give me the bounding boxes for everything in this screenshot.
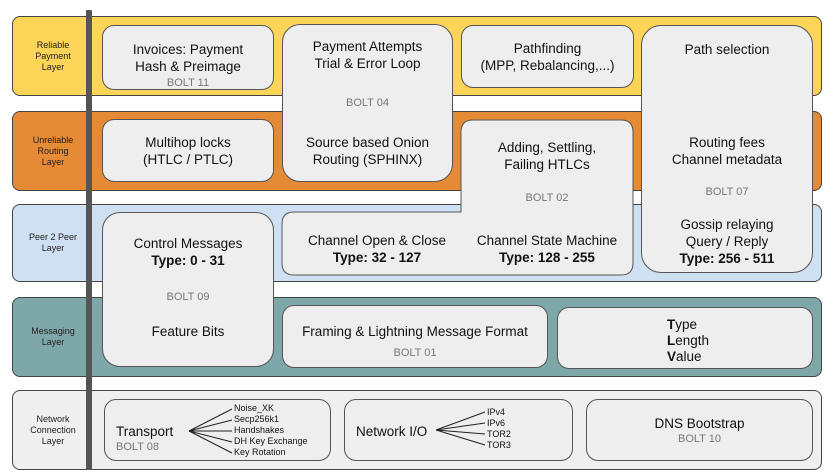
routing-fees-line: Routing fees bbox=[689, 135, 765, 150]
channel-open-close-line: Channel Open & Close bbox=[307, 233, 447, 248]
control-messages-title: Control Messages bbox=[133, 236, 243, 251]
transport-item-key-rotation: Key Rotation bbox=[234, 447, 286, 457]
invoices-title-line2: Hash & Preimage bbox=[135, 59, 241, 74]
payment-attempts-line2: Trial & Error Loop bbox=[314, 56, 421, 71]
path-selection-box bbox=[641, 25, 813, 273]
channel-state-machine-type: Type: 128 - 255 bbox=[499, 250, 595, 265]
transport-item-handshakes: Handshakes bbox=[234, 425, 285, 435]
path-selection-bolt: BOLT 07 bbox=[705, 186, 749, 198]
invoices-title-line1: Invoices: Payment bbox=[132, 42, 244, 57]
htlc-bolt: BOLT 02 bbox=[525, 192, 569, 204]
invoices-bolt: BOLT 11 bbox=[166, 77, 210, 89]
dns-bootstrap-bolt: BOLT 10 bbox=[677, 433, 721, 445]
framing-box bbox=[282, 305, 548, 368]
multihop-locks-box bbox=[102, 119, 274, 182]
network-io-item-ipv4: IPv4 bbox=[487, 407, 506, 417]
control-messages-box bbox=[102, 212, 274, 367]
htlc-line2: Failing HTLCs bbox=[504, 157, 590, 172]
invoices-box bbox=[102, 25, 274, 90]
layer-label-unreliable-routing: Unreliable Routing Layer bbox=[32, 134, 74, 167]
multihop-line2: (HTLC / PTLC) bbox=[142, 152, 233, 167]
layer-label-peer-2-peer: Peer 2 Peer Layer bbox=[28, 232, 78, 253]
onion-routing-line2: Routing (SPHINX) bbox=[312, 152, 423, 167]
dns-bootstrap-title: DNS Bootstrap bbox=[654, 416, 745, 431]
payment-attempts-bolt: BOLT 04 bbox=[345, 97, 389, 109]
network-io-item-ipv6: IPv6 bbox=[487, 418, 506, 428]
transport-title: Transport bbox=[116, 424, 174, 439]
layer-label-network-connection: Network Connection Layer bbox=[30, 413, 76, 446]
feature-bits-line: Feature Bits bbox=[151, 324, 225, 339]
control-messages-type: Type: 0 - 31 bbox=[151, 253, 225, 268]
tlv-length-line: Length bbox=[667, 333, 710, 348]
transport-item-dh-key-exchange: DH Key Exchange bbox=[234, 436, 308, 446]
transport-bolt: BOLT 08 bbox=[116, 441, 160, 453]
layer-divider-bar bbox=[86, 10, 92, 470]
tlv-value-line: Value bbox=[667, 349, 702, 364]
transport-item-secp256k1: Secp256k1 bbox=[234, 414, 280, 424]
pathfinding-box bbox=[461, 25, 634, 88]
channel-metadata-line: Channel metadata bbox=[671, 152, 783, 167]
framing-bolt: BOLT 01 bbox=[393, 347, 437, 359]
network-io-box bbox=[344, 399, 573, 461]
pathfinding-line2: (MPP, Rebalancing,...) bbox=[480, 58, 615, 73]
framing-title: Framing & Lightning Message Format bbox=[302, 324, 528, 339]
gossip-type-range: Type: 256 - 511 bbox=[679, 251, 775, 266]
layer-label-reliable-payment: Reliable Payment Layer bbox=[35, 39, 71, 72]
multihop-line1: Multihop locks bbox=[145, 135, 231, 150]
onion-routing-line1: Source based Onion bbox=[305, 135, 430, 150]
htlc-line1: Adding, Settling, bbox=[497, 140, 597, 155]
control-messages-bolt: BOLT 09 bbox=[166, 291, 210, 303]
path-selection-title: Path selection bbox=[684, 42, 770, 57]
network-io-item-tor3: TOR3 bbox=[487, 440, 511, 450]
pathfinding-line1: Pathfinding bbox=[513, 41, 582, 56]
network-io-item-tor2: TOR2 bbox=[487, 429, 511, 439]
tlv-box bbox=[557, 307, 813, 369]
payment-attempts-line1: Payment Attempts bbox=[312, 39, 423, 54]
layer-label-messaging: Messaging Layer bbox=[31, 326, 75, 347]
transport-box bbox=[104, 399, 331, 461]
dns-bootstrap-box bbox=[586, 399, 813, 461]
network-io-title: Network I/O bbox=[356, 424, 428, 439]
gossip-relaying-line: Gossip relaying bbox=[680, 217, 774, 232]
channel-state-machine-line: Channel State Machine bbox=[476, 233, 618, 248]
tlv-type-line: Type bbox=[667, 317, 698, 332]
transport-item-noise: Noise_XK bbox=[234, 403, 275, 413]
channel-open-close-type: Type: 32 - 127 bbox=[332, 250, 422, 265]
query-reply-line: Query / Reply bbox=[685, 234, 769, 249]
payment-attempts-box bbox=[282, 24, 453, 182]
